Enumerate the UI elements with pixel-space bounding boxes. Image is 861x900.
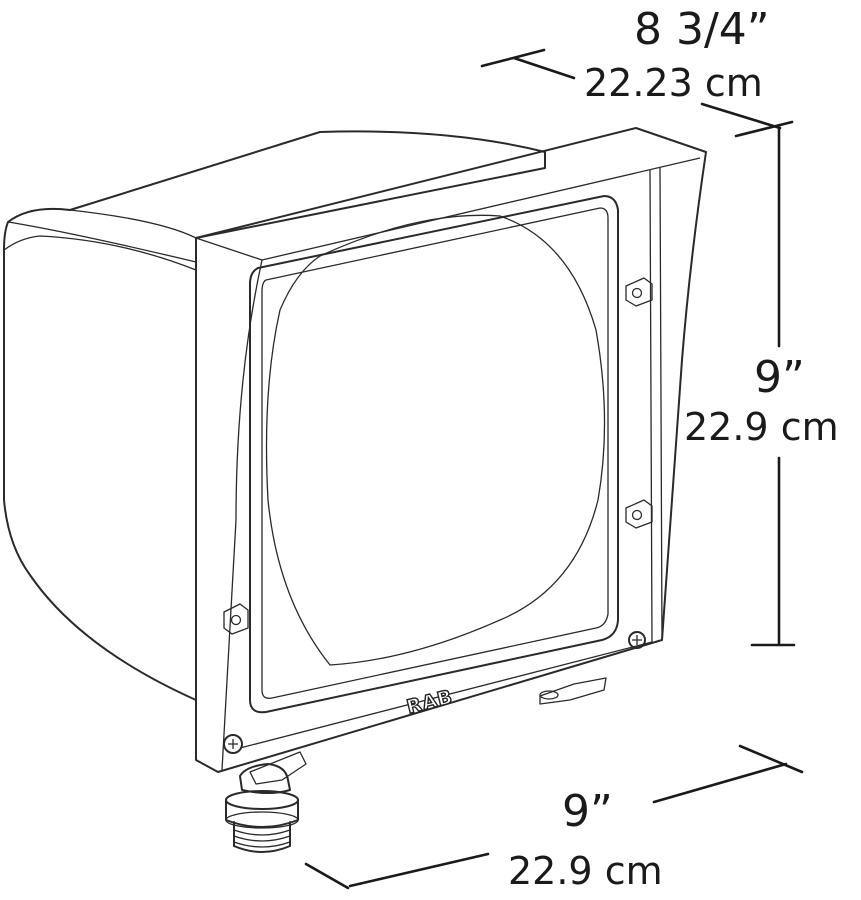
- depth-metric-label: 22.23 cm: [584, 61, 763, 105]
- width-dimension: 9” 22.9 cm: [304, 744, 804, 893]
- width-inches-label: 9”: [562, 786, 613, 837]
- height-inches-label: 9”: [754, 352, 805, 403]
- hinge-tab-upper-right: [625, 277, 653, 307]
- height-metric-label: 22.9 cm: [684, 405, 839, 449]
- fixture-housing: [3, 130, 546, 701]
- hinge-tabs: [223, 277, 653, 635]
- depth-inches-label: 8 3/4”: [634, 4, 770, 55]
- height-dimension: 9” 22.9 cm: [684, 126, 839, 647]
- front-frame: [195, 127, 707, 773]
- brand-logo: RAB: [404, 685, 456, 719]
- conduit-mount: [225, 763, 299, 853]
- hinge-tab-left: [223, 603, 249, 635]
- frame-screws: [223, 631, 646, 754]
- screw-bottom-right-icon: [628, 631, 646, 649]
- hinge-tab-lower-right: [625, 499, 653, 529]
- bottom-latches: [249, 677, 607, 785]
- lens: [249, 195, 619, 714]
- width-metric-label: 22.9 cm: [508, 849, 663, 893]
- screw-bottom-left-icon: [223, 734, 243, 754]
- svg-text:RAB: RAB: [405, 686, 456, 719]
- depth-dimension: 8 3/4” 22.23 cm: [480, 4, 794, 138]
